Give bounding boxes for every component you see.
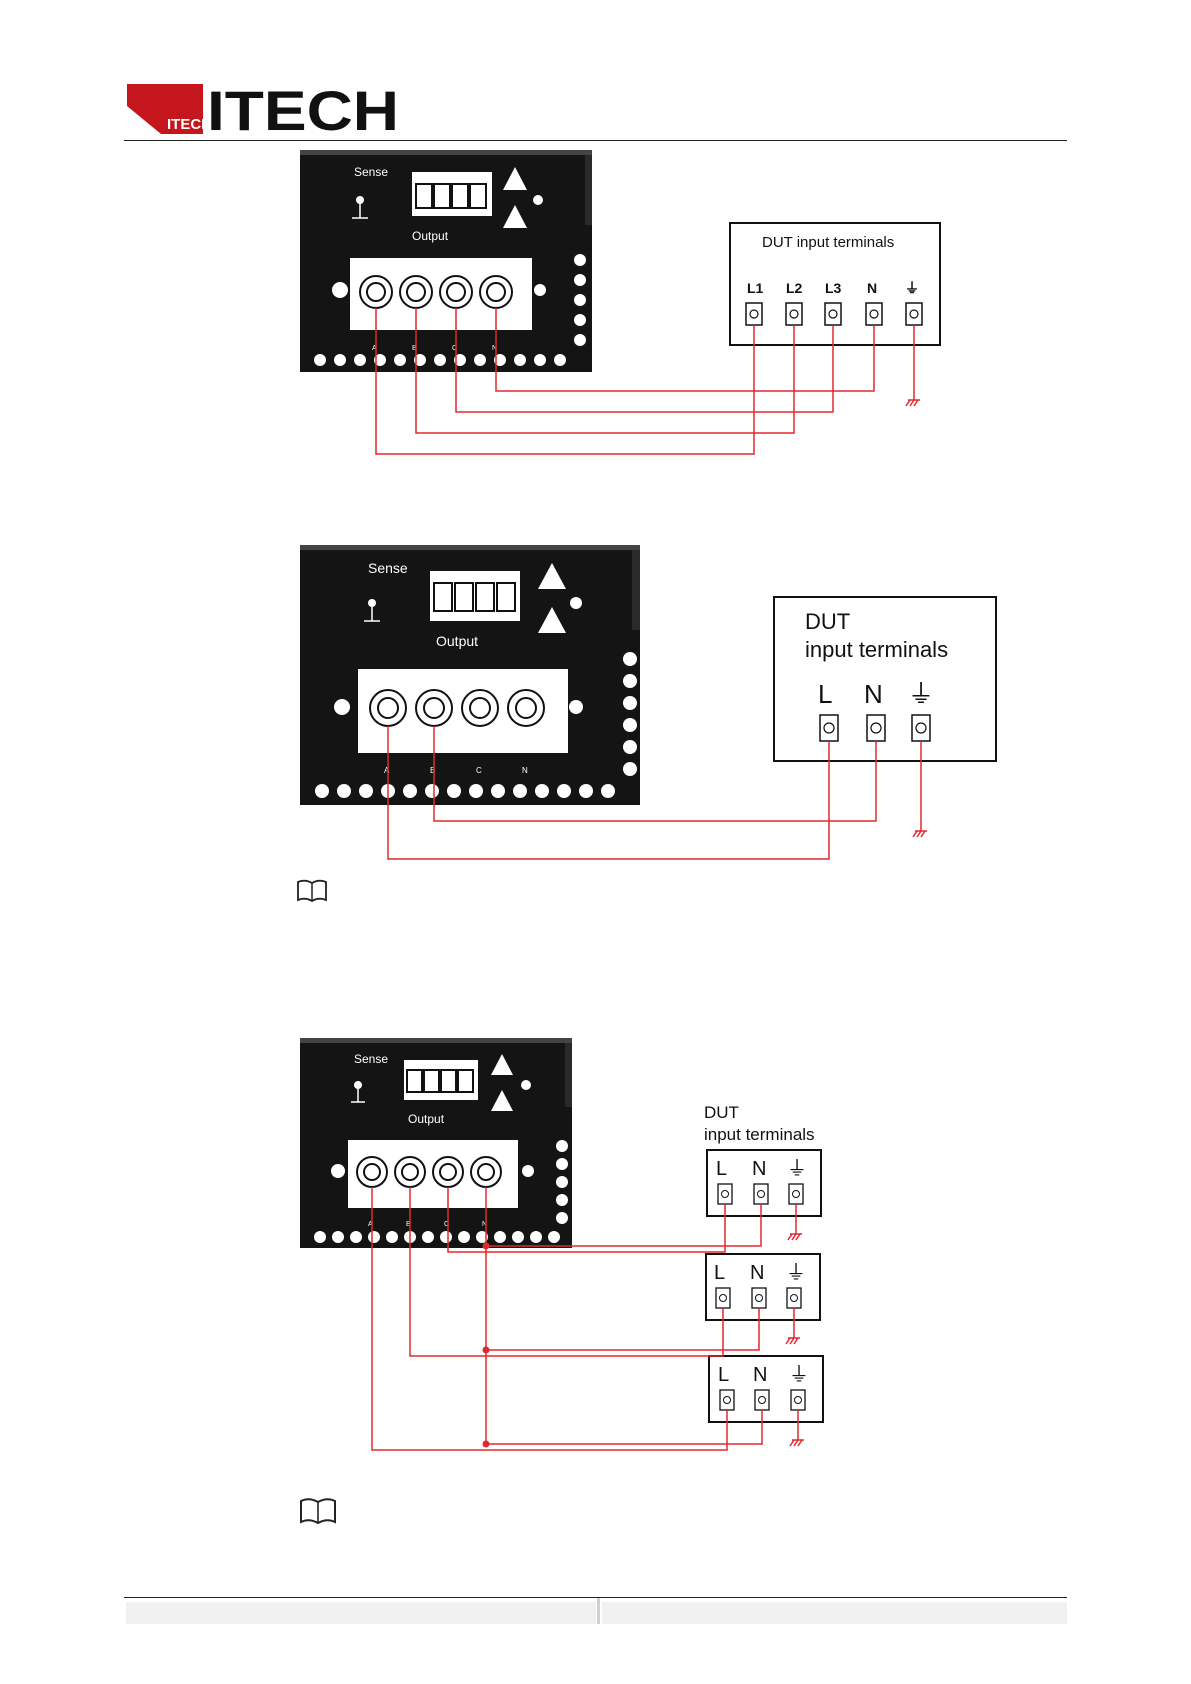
dut1-terminal-ground: ⏚ <box>787 1158 807 1180</box>
dut-terminal-ground: ⏚ <box>905 280 919 296</box>
sense-label: Sense <box>368 560 408 576</box>
dut3-terminal-l: L <box>718 1364 729 1386</box>
dut-box-1: L N ⏚ <box>707 1150 821 1216</box>
footer-bar-left <box>126 1602 596 1624</box>
output-label: Output <box>436 633 478 649</box>
footer-bar-right <box>602 1602 1067 1624</box>
dut3-terminal-ground: ⏚ <box>789 1364 809 1386</box>
dut-terminal-l3: L3 <box>825 280 842 296</box>
logo-badge-text: ITECH <box>167 116 212 133</box>
dut-title-line1: DUT <box>704 1103 739 1122</box>
output-label: Output <box>412 229 449 243</box>
footer-divider <box>597 1598 600 1624</box>
logo-text: ITECH <box>207 82 399 136</box>
output-label: Output <box>408 1112 445 1126</box>
sense-label: Sense <box>354 165 388 179</box>
dut-terminal-l1: L1 <box>747 280 764 296</box>
wiring-diagram-three-single-phase: Sense Output A B C N <box>300 1038 860 1478</box>
dut-terminal-l: L <box>818 679 832 709</box>
dut-terminal-ground: ⏚ <box>908 679 934 709</box>
terminal-letter-c: C <box>476 766 482 775</box>
dut-terminal-n: N <box>864 679 883 709</box>
ground-screw-icon <box>356 196 364 204</box>
dut-title: DUT input terminals <box>762 234 894 251</box>
dut-title-line1: DUT <box>805 609 850 634</box>
manual-book-icon <box>296 878 328 904</box>
dut1-terminal-n: N <box>752 1158 766 1180</box>
dut-box-3: L N ⏚ <box>709 1356 823 1422</box>
dut-terminal-n: N <box>867 280 877 296</box>
dut-title-line2: input terminals <box>704 1125 815 1144</box>
dut2-terminal-n: N <box>750 1262 764 1284</box>
dut3-terminal-n: N <box>753 1364 767 1386</box>
dut2-terminal-l: L <box>714 1262 725 1284</box>
terminal-letter-n: N <box>522 766 528 775</box>
manual-book-icon <box>299 1496 337 1526</box>
dut-box: DUT input terminals L N ⏚ <box>774 597 996 761</box>
terminal-letter-a: A <box>384 766 390 775</box>
dut2-terminal-ground: ⏚ <box>786 1262 806 1284</box>
rear-panel: Sense Output A B C N <box>300 150 592 372</box>
sense-label: Sense <box>354 1052 388 1066</box>
wiring-diagram-three-phase: Sense Output A B C N <box>300 150 960 460</box>
dut-title-line2: input terminals <box>805 637 948 662</box>
rear-panel: Sense Output A B C N <box>300 1038 572 1248</box>
dut1-terminal-l: L <box>716 1158 727 1180</box>
wiring-diagram-single-phase: Sense Output A B C N <box>300 545 1000 865</box>
header-rule <box>124 140 1067 141</box>
dut-terminal-l2: L2 <box>786 280 803 296</box>
footer-rule <box>124 1597 1067 1598</box>
itech-logo: ITECH ITECH <box>125 82 405 136</box>
rear-panel: Sense Output A B C N <box>300 545 640 805</box>
ground-screw-icon <box>368 599 376 607</box>
ground-screw-icon <box>354 1081 362 1089</box>
dut-box: DUT input terminals L1 L2 L3 N ⏚ <box>730 223 940 345</box>
